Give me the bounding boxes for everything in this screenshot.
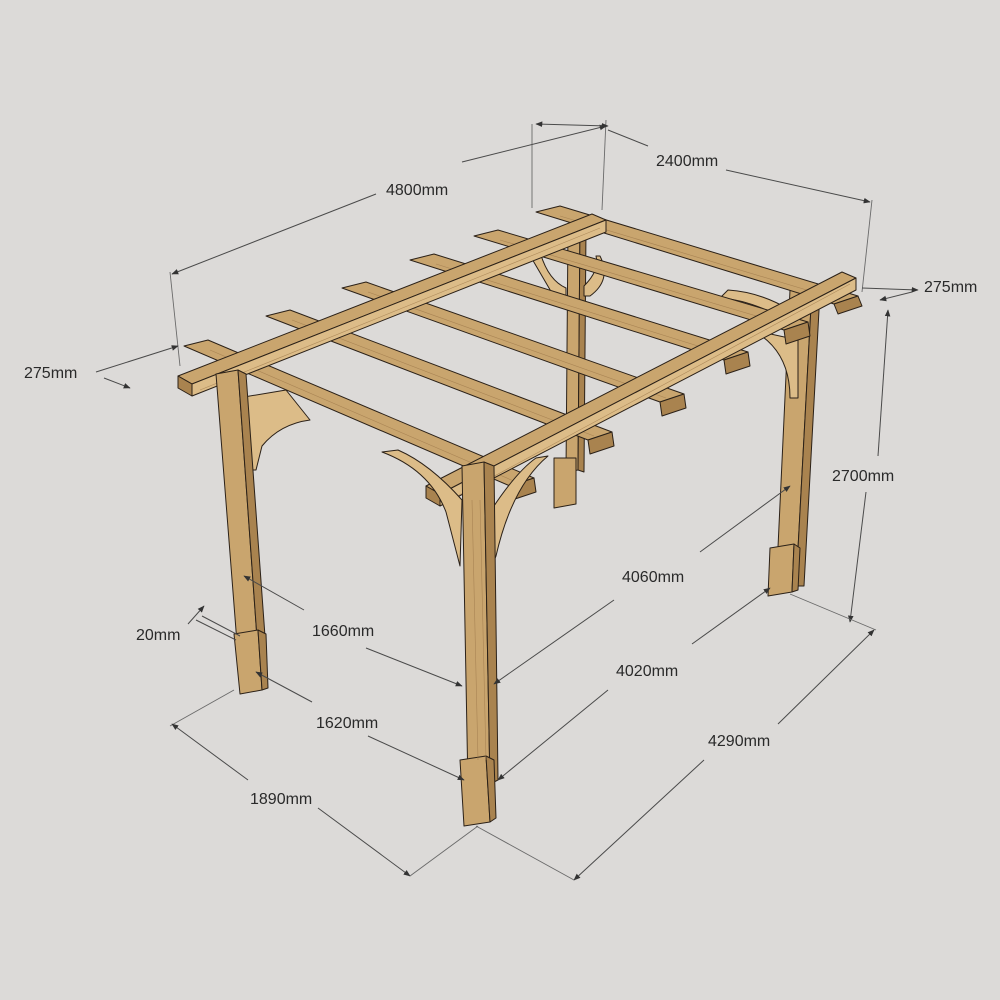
rafters — [183, 205, 863, 501]
brace-left-front — [237, 389, 311, 471]
label-overall-width: 2400mm — [656, 153, 718, 170]
dimension-labels: 4800mm 2400mm 275mm 275mm 2700mm 4060mm … — [24, 153, 977, 808]
label-post-inner-long: 4060mm — [622, 569, 684, 586]
label-post-outer-long: 4020mm — [616, 663, 678, 680]
brace-center-front-left — [381, 449, 463, 567]
post-center-front — [459, 461, 499, 827]
label-overall-length: 4800mm — [386, 182, 448, 199]
label-height: 2700mm — [832, 468, 894, 485]
label-post-offset: 20mm — [136, 627, 180, 644]
post-left-front — [215, 369, 269, 695]
label-footprint-long: 4290mm — [708, 733, 770, 750]
dimension-lines — [95, 119, 919, 881]
label-post-inner-short: 1660mm — [312, 623, 374, 640]
label-footprint-short: 1890mm — [250, 791, 312, 808]
label-overhang-left: 275mm — [24, 365, 77, 382]
pergola-structure — [177, 205, 863, 827]
label-overhang-right: 275mm — [924, 279, 977, 296]
long-beams — [177, 213, 857, 507]
label-post-outer-short: 1620mm — [316, 715, 378, 732]
